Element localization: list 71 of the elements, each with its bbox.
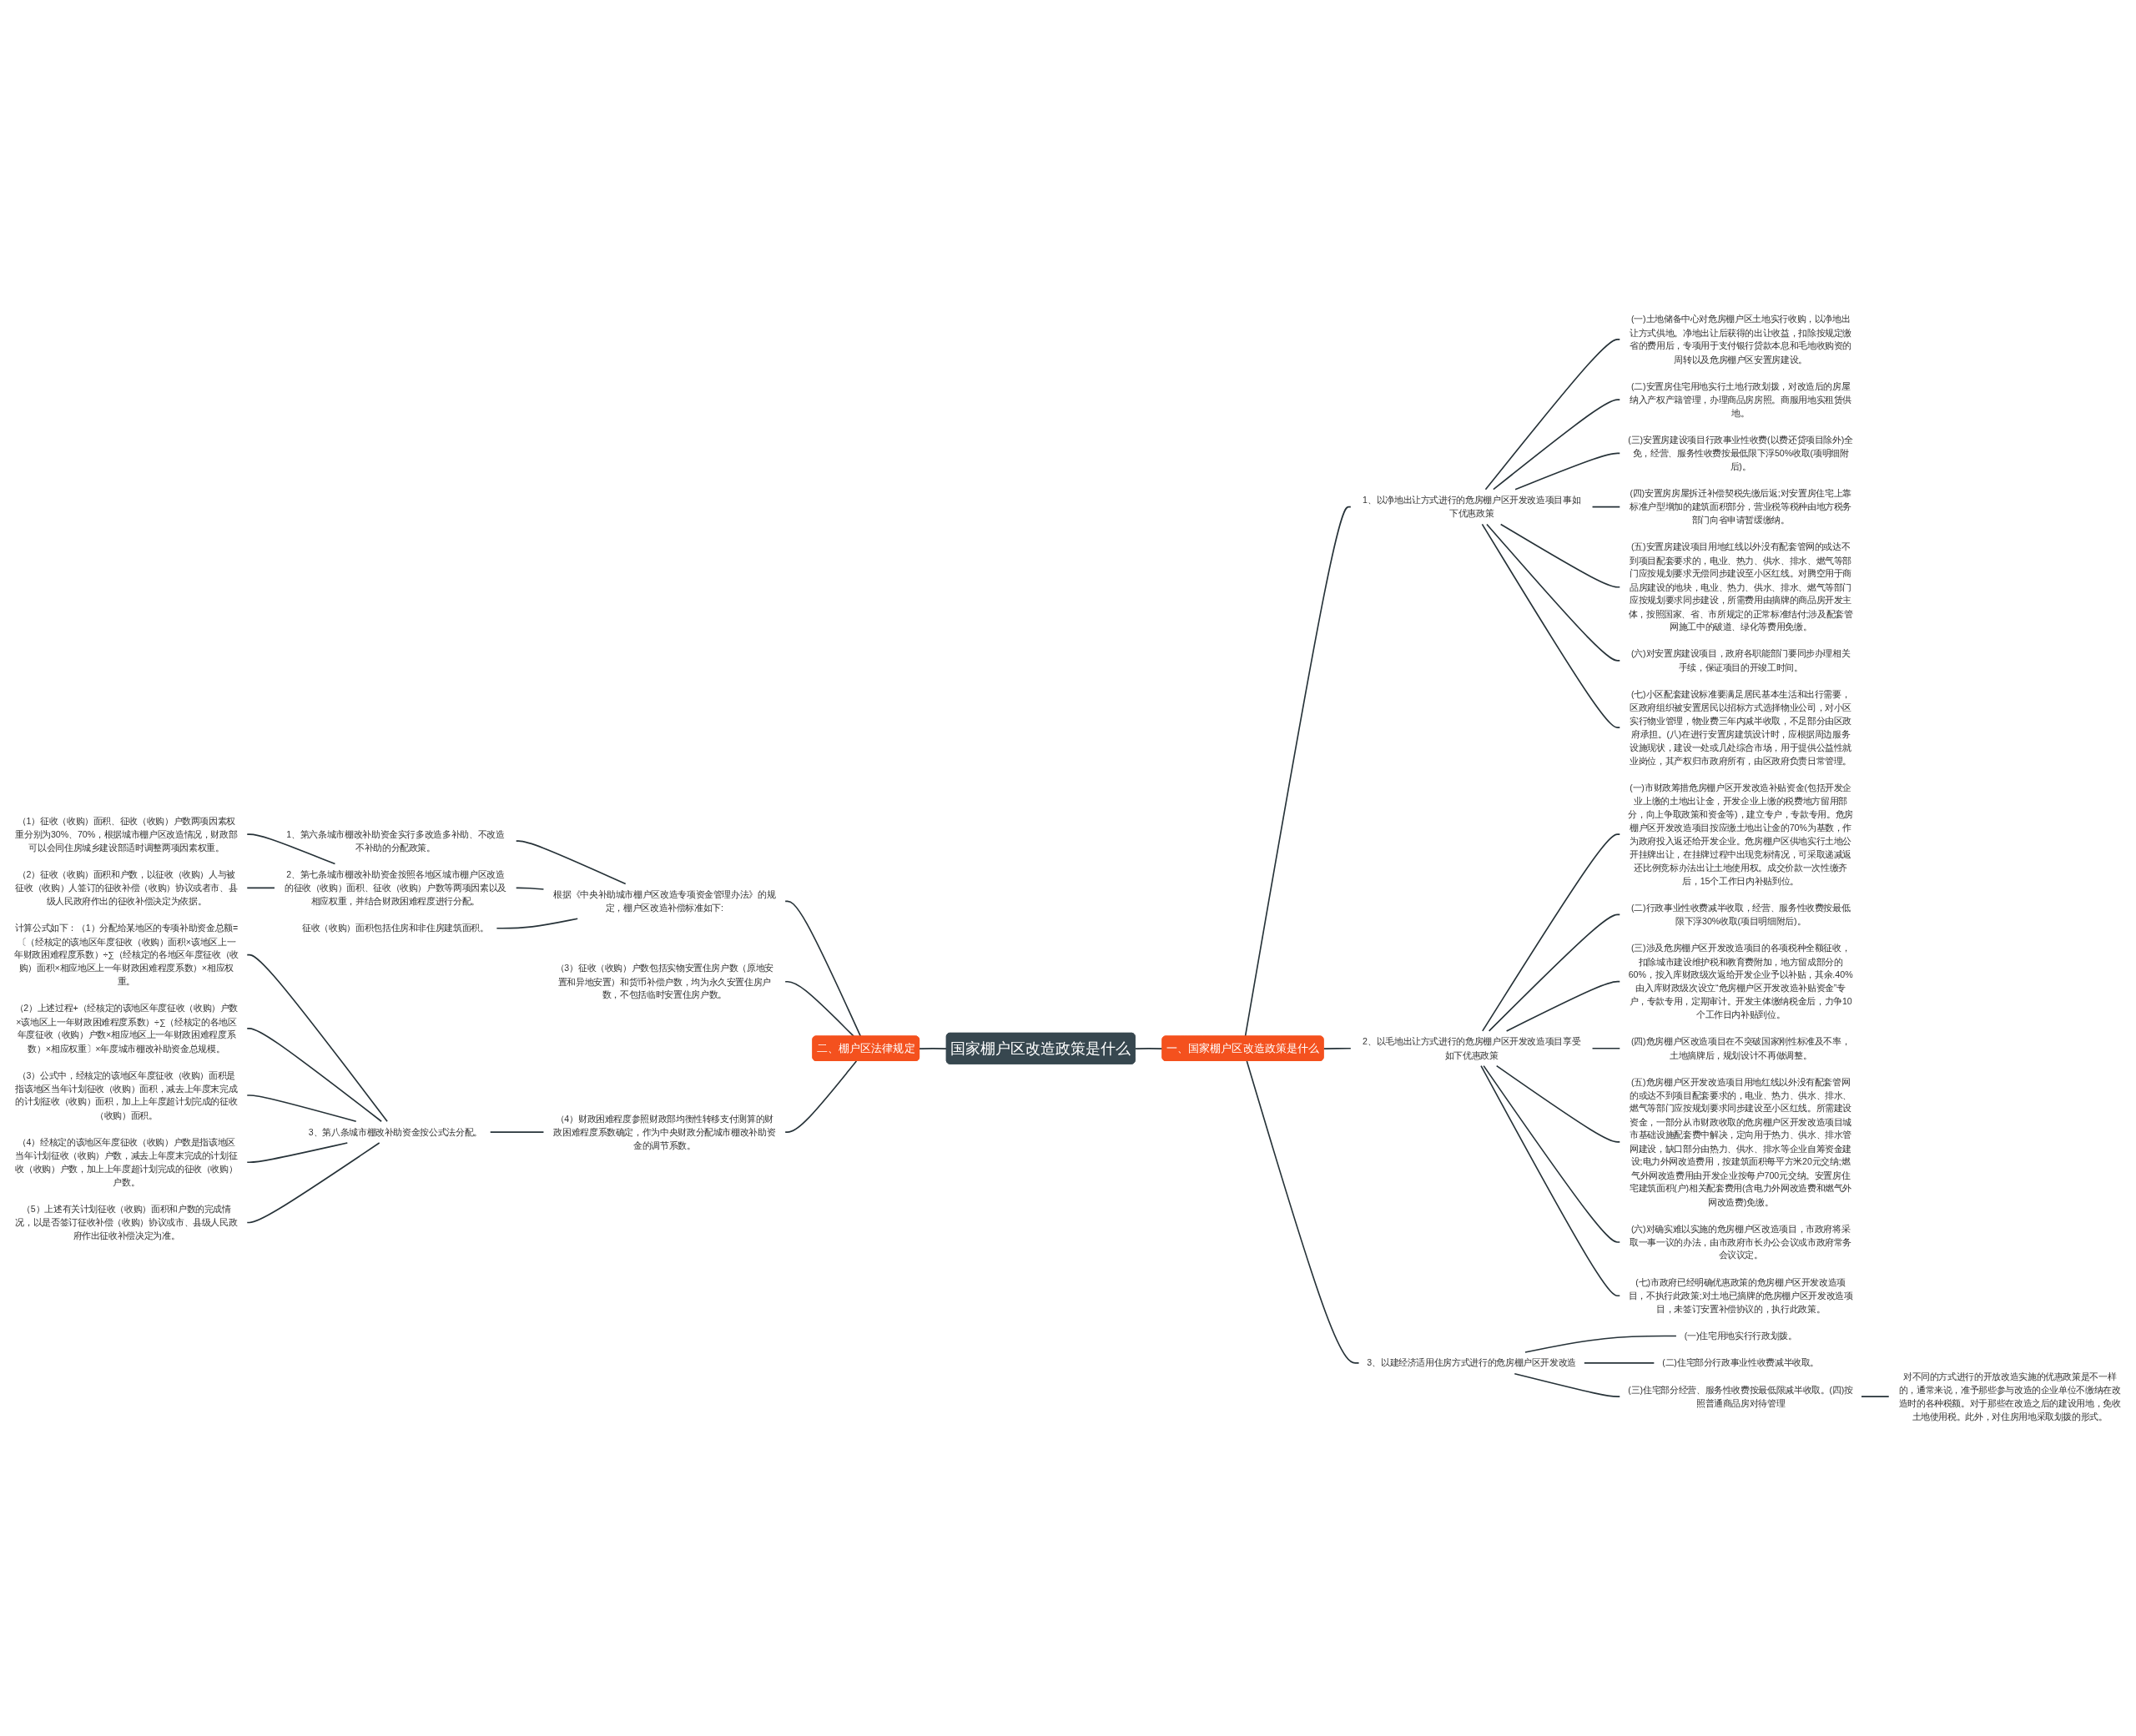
node-text: 2、以毛地出让方式进行的危房棚户区开发改造项目享受如下优惠政策 [1363,1036,1581,1060]
node-text: （5）上述有关计划征收（收购）面积和户数的完成情况，以是否签订征收补偿（收购）协议或市、县级人民政府作出征收补偿决定为准。 [15,1204,238,1241]
node-text: 1、以净地出让方式进行的危房棚户区开发改造项目事如下优惠政策 [1363,495,1581,519]
connector [489,1131,545,1133]
connector [1499,523,1621,588]
connector [246,1094,357,1123]
connector [1514,1372,1621,1397]
node-text: 征收（收购）面积包括住房和非住房建筑面积。 [302,923,489,933]
connector [1505,980,1621,1032]
node-text: (六)对安置房建设项目，政府各职能部门要同步办理相关手续，保证项目的开竣工时间。 [1630,648,1851,672]
node-text: (六)对确实难以实施的危房棚户区改造项目，市政府将采取一事一议的办法，由市政府市长办公会议或市政府常务会议议定。 [1630,1223,1852,1260]
connector [515,887,545,890]
connector [246,1028,382,1123]
node-text: (二)行政事业性收费减半收取，经营、服务性收费按最低限下浮30%收取(项目明细附后)。 [1630,903,1851,927]
connector [919,1048,948,1049]
node-text: （4）财政困难程度参照财政部均衡性转移支付测算的财政困难程度系数确定，作为中央财政分配城市棚改补助资金的调节系数。 [553,1113,776,1151]
connector [784,900,862,1038]
connector [1486,523,1621,662]
node-text: (三)住宅部分经营、服务性收费按最低限减半收取。(四)按照普通商品房对待管理 [1628,1384,1853,1409]
node-text: 对不同的方式进行的开放改造实施的优惠政策是不一样的，通常来说，准予那些参与改造的企业单位不缴纳在改造时的各种税额。对于那些在改造之后的建设用地，免收土地使用税。此外，对住房用地采取划拨的形式。 [1898,1371,2121,1422]
connector [1591,1047,1621,1049]
connector [1584,1362,1655,1364]
node-text: (七)小区配套建设标准要满足居民基本生活和出行需要，区政府组织被安置居民以招标方式选择物业公司，对小区实行物业管理，物业费三年内减半收取，不足部分由区政府承担。(八)在进行安置房建筑设计时，应根据周边服务设施现状，建设一处或几处综合市场，用于提供公益性就业岗位，其产权归市政府所有，由区政府负责日常管理。 [1630,688,1852,766]
node-text: 3、第八条城市棚改补助资金按公式法分配。 [308,1126,482,1138]
connector [515,840,627,885]
connector [246,833,336,865]
node-text: (一)市财政筹措危房棚户区开发改造补贴资金(包括开发企业上缴的土地出让金，开发企业上缴的税费地方留用部分，向上争取政策和资金等)，建立专户，专款专用。危房棚户区开发改造项目按应缴土地出让金的70%为基数，作为政府投入返还给开发企业。危房棚户区供地实行土地公开挂牌出让，在挂牌过程中出现竞标情况，可采取递减返还比例竞标办法出让土地使用权。成交价款一次性缴齐后，15个工作日内补贴到位。 [1628,782,1853,886]
connector [1244,506,1352,1038]
node-text: (二)安置房住宅用地实行土地行政划拨，对改造后的房屋纳入产权产籍管理，办理商品房房照。商服用地实租赁供地。 [1630,380,1852,418]
connector [1591,506,1621,508]
connector [246,887,275,889]
connector [1480,1064,1621,1297]
node-text: (二)住宅部分行政事业性收费减半收取。 [1662,1357,1820,1368]
connector [1246,1060,1360,1364]
node-text: (一)土地储备中心对危房棚户区土地实行收购，以净地出让方式供地。净地出让后获得的出让收益，扣除按规定缴省的费用后，专项用于支付银行贷款本息和毛地收购资的周转以及危房棚户区安置房建设。 [1630,314,1852,365]
node-text: （2）上述过程+（经核定的该地区年度征收（收购）户数×该地区上一年财政困难程度系数）÷∑（经核定的各地区年度征收（收购）户数×相应地区上一年财政困难程度系数）×相应权重〕×年度城市棚改补助资金总规模。 [14,1003,239,1054]
connector [1514,452,1621,491]
connector [246,954,388,1123]
connector [1495,1064,1621,1143]
node-text: (七)市政府已经明确优惠政策的危房棚户区开发改造项目，不执行此政策;对土地已摘牌的危房棚户区开发改造项目，未签订安置补偿协议的，执行此政策。 [1628,1276,1853,1315]
node-text: (五)安置房建设项目用地红线以外没有配套管网的或达不到项目配套要求的，电业、热力、供水、排水、燃气等部门应按规划要求无偿同步建设至小区红线。对腾空用于商品房建设的地块，电业、热力、供水、排水、燃气等部门应按规划要求同步建设，所需费用由摘牌的商品房开发主体，按照国家、省、市所规定的正常标准结付;涉及配套管网施工中的破道、绿化等费用免缴。 [1628,541,1853,632]
connector [1524,1335,1677,1353]
connector [246,1142,380,1224]
node-text: 1、第六条城市棚改补助资金实行多改造多补助、不改造不补助的分配政策。 [286,828,505,853]
node-text: 根据《中央补助城市棚户区改造专项资金管理办法》的规定，棚户区改造补偿标准如下: [553,889,776,913]
node-text: 计算公式如下：（1）分配给某地区的专项补助资金总额=〔（经核定的该地区年度征收（收购）面积×该地区上一年财政困难程度系数）÷∑（经核定的各地区年度征收（收购）面积×相应地区上一年财政困难程度系数）×相应权重。 [14,923,239,987]
connector [1488,913,1621,1032]
connector [1482,833,1621,1032]
node-text: (三)涉及危房棚户区开发改造项目的各项税种全额征收，扣除城市建设维护税和教育费附加，地方留成部分的60%，按入库财政级次返给开发企业予以补贴，其余.40%由入库财政级次设立“危房棚户区开发改造补贴资金”专户，专款专用，定期审计。开发主体缴纳税金后，力争10个工作日内补贴到位。 [1628,943,1853,1020]
node-text: （3）公式中，经核定的该地区年度征收（收购）面积是指该地区当年计划征收（收购）面积，减去上年度末完成的计划征收（收购）面积，加上上年度超计划完成的征收（收购）面积。 [15,1069,238,1120]
connector [496,918,579,929]
node-text: （3）征收（收购）户数包括实物安置住房户数（原地安置和异地安置）和货币补偿户数，均为永久安置住房户数，不包括临时安置住房户数。 [555,963,773,1000]
node-text: （4）经核定的该地区年度征收（收购）户数是指该地区当年计划征收（收购）户数，减去上年度末完成的计划征收（收购）户数，加上上年度超计划完成的征收（收购）户数。 [15,1136,238,1188]
node-text: (四)危房棚户区改造项目在不突破国家刚性标准及不率，土地摘牌后，规划设计不再做调整。 [1630,1036,1851,1060]
connector [1493,399,1621,491]
connector [784,1060,858,1133]
node-text: （2）征收（收购）面积和户数，以征收（收购）人与被征收（收购）人签订的征收补偿（收购）协议或者市、县级人民政府作出的征收补偿决定为依据。 [15,869,238,907]
node-text: (三)安置房建设项目行政事业性收费(以费还贷项目除外)全免，经营、服务性收费按最低限下浮50%收取(项明细附后)。 [1628,435,1853,472]
connector [1481,523,1621,728]
node-text: 2、第七条城市棚改补助资金按照各地区城市棚户区改造的征收（收购）面积、征收（收购）户数等两项因素以及相应权重，并结合财政困难程度进行分配。 [284,869,506,907]
connector [1322,1047,1352,1049]
node-text: （1）征收（收购）面积、征收（收购）户数两项因素权重分别为30%、70%，根据城市棚户区改造情况，财政部可以会同住房城乡建设部适时调整两项因素权重。 [15,815,238,853]
connector [246,1142,349,1164]
connector [1484,339,1621,491]
connector [1861,1396,1890,1397]
node-text: (四)安置房房屋拆迁补偿契税先缴后返;对安置房住宅上靠标准户型增加的建筑面积部分，营业税等税种由地方税务部门向省申请暂缓缴纳。 [1630,488,1852,526]
node-text: 3、以建经济适用住房方式进行的危房棚户区开发改造 [1367,1357,1576,1368]
connector [784,980,855,1038]
node-text: (一)住宅用地实行行政划拨。 [1684,1331,1797,1341]
connector [1483,1064,1621,1243]
node-text: (五)危房棚户区开发改造项目用地红线以外没有配套管网的或达不到项目配套要求的，电业、热力、供水、排水、燃气等部门应按规划要求同步建设至小区红线。所需建设资金，一部分从市财政收取的危房棚户区开发改造项目城市基础设施配套费中解决，定向用于热力、供水、排水管网建设，缺口部分由热力、供水、排水等企业自筹资金建设;电力外网改造费用，按建筑面积每平方米20元交纳;燃气外网改造费用由开发企业按每户700元交纳。安置房住宅建筑面积(户)相关配套费用(含电力外网改造费和燃气外网改造费)免缴。 [1630,1076,1852,1207]
